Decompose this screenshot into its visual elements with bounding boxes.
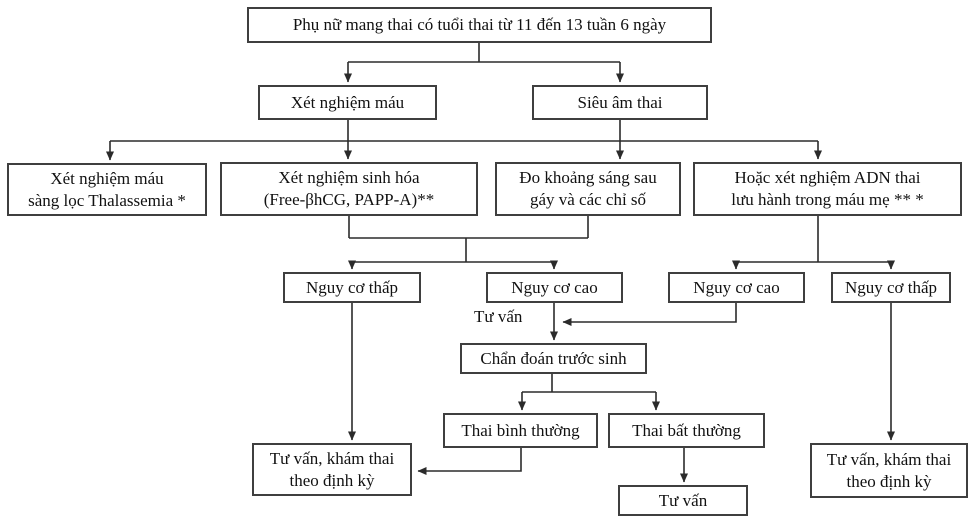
node-consult-bottom: Tư vấn [618,485,748,516]
node-low-risk-left: Nguy cơ thấp [283,272,421,303]
node-high-risk-right: Nguy cơ cao [668,272,805,303]
node-abnormal-fetus: Thai bất thường [608,413,765,448]
node-followup-right: Tư vấn, khám thai theo định kỳ [810,443,968,498]
node-cffdna-test: Hoặc xét nghiệm ADN thai lưu hành trong … [693,162,962,216]
node-blood-test: Xét nghiệm máu [258,85,437,120]
node-nuchal-translucency: Đo khoảng sáng sau gáy và các chỉ số [495,162,681,216]
node-thalassemia-screening: Xét nghiệm máu sàng lọc Thalassemia * [7,163,207,216]
node-followup-left: Tư vấn, khám thai theo định kỳ [252,443,412,496]
node-high-risk-left: Nguy cơ cao [486,272,623,303]
node-low-risk-right: Nguy cơ thấp [831,272,951,303]
consult-arrow-label: Tư vấn [474,307,523,326]
node-prenatal-diagnosis: Chẩn đoán trước sinh [460,343,647,374]
node-biochemistry-test: Xét nghiệm sinh hóa (Free-βhCG, PAPP-A)*… [220,162,478,216]
node-ultrasound: Siêu âm thai [532,85,708,120]
node-root: Phụ nữ mang thai có tuổi thai từ 11 đến … [247,7,712,43]
node-normal-fetus: Thai bình thường [443,413,598,448]
